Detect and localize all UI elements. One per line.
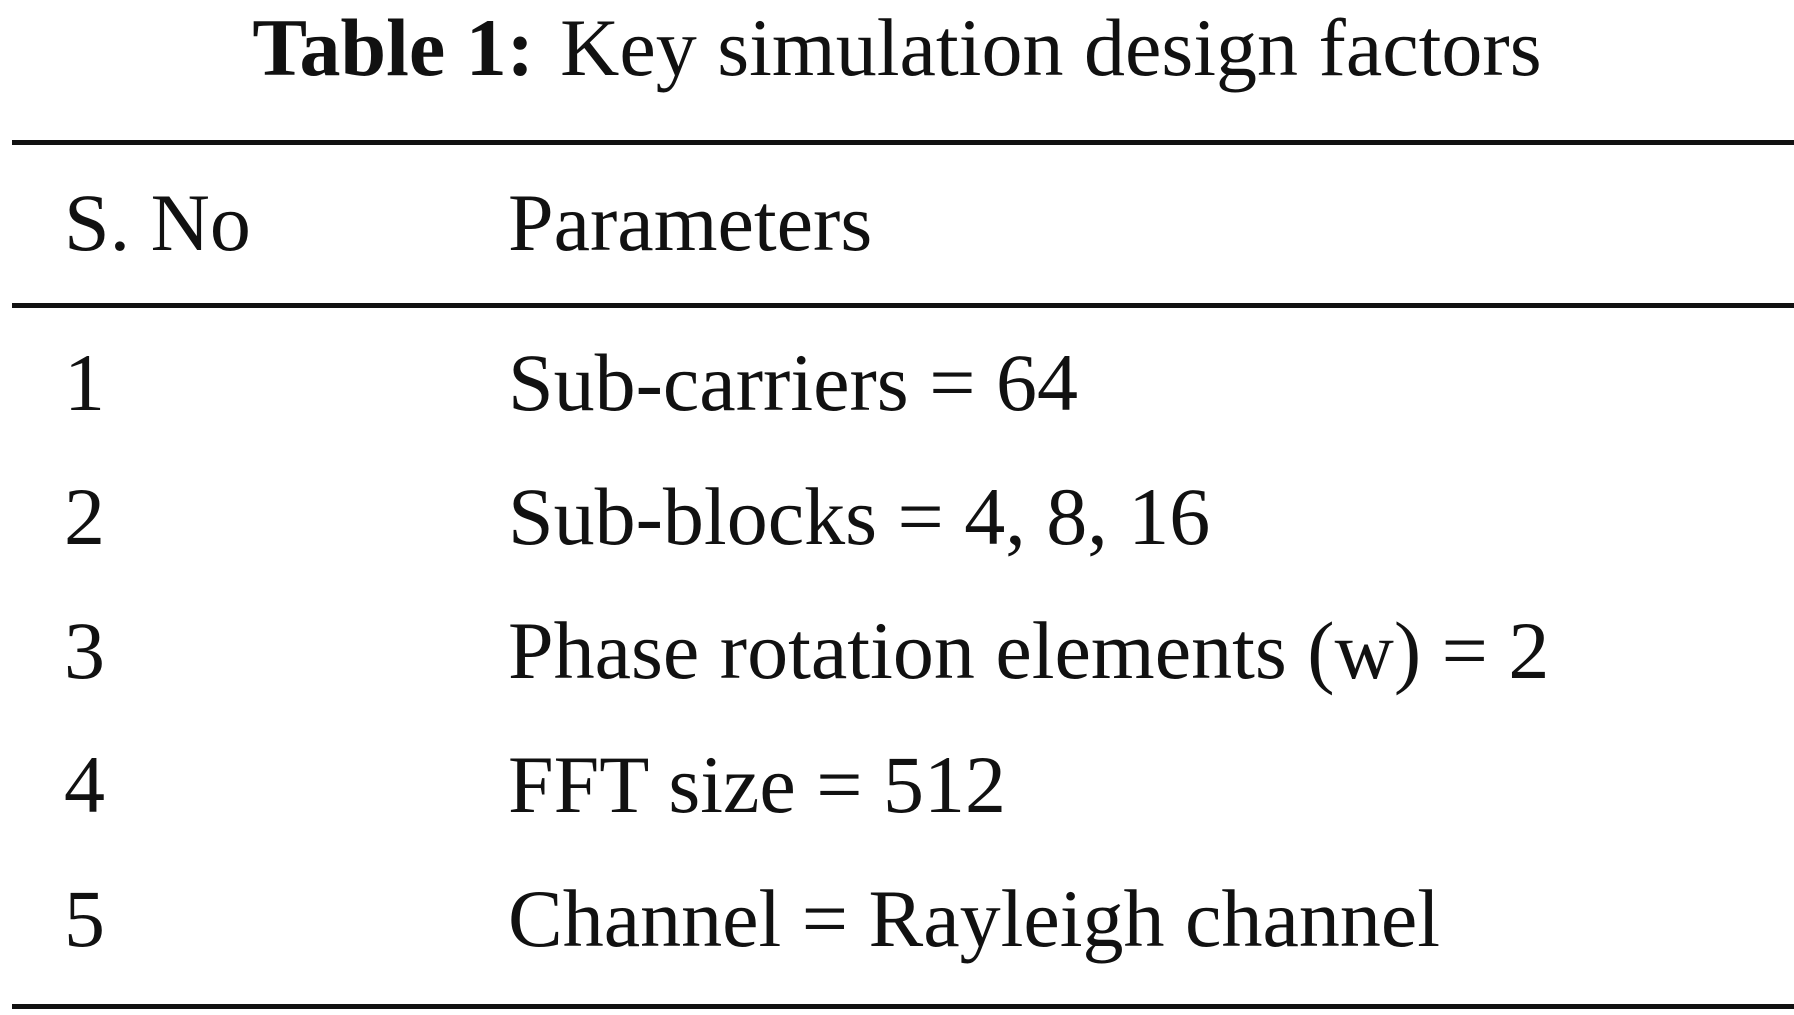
- table-cell-sno: 2: [64, 471, 105, 562]
- table-caption-text: Key simulation design factors: [560, 2, 1542, 93]
- table-caption-label: Table 1:: [252, 2, 535, 93]
- table-cell-sno: 1: [64, 337, 105, 428]
- column-header-sno: S. No: [64, 177, 251, 268]
- table-header-rule: [12, 303, 1794, 308]
- table-cell-parameter: Phase rotation elements (w) = 2: [508, 605, 1550, 696]
- table-caption: Table 1: Key simulation design factors: [0, 0, 1794, 96]
- table-cell-sno: 4: [64, 739, 105, 830]
- table-cell-parameter: Channel = Rayleigh channel: [508, 873, 1441, 964]
- table-cell-parameter: FFT size = 512: [508, 739, 1007, 830]
- table-cell-sno: 3: [64, 605, 105, 696]
- table-bottom-rule: [12, 1004, 1794, 1009]
- table-cell-parameter: Sub-blocks = 4, 8, 16: [508, 471, 1211, 562]
- table-cell-parameter: Sub-carriers = 64: [508, 337, 1078, 428]
- column-header-parameters: Parameters: [508, 177, 873, 268]
- table-cell-sno: 5: [64, 873, 105, 964]
- table-top-rule: [12, 140, 1794, 145]
